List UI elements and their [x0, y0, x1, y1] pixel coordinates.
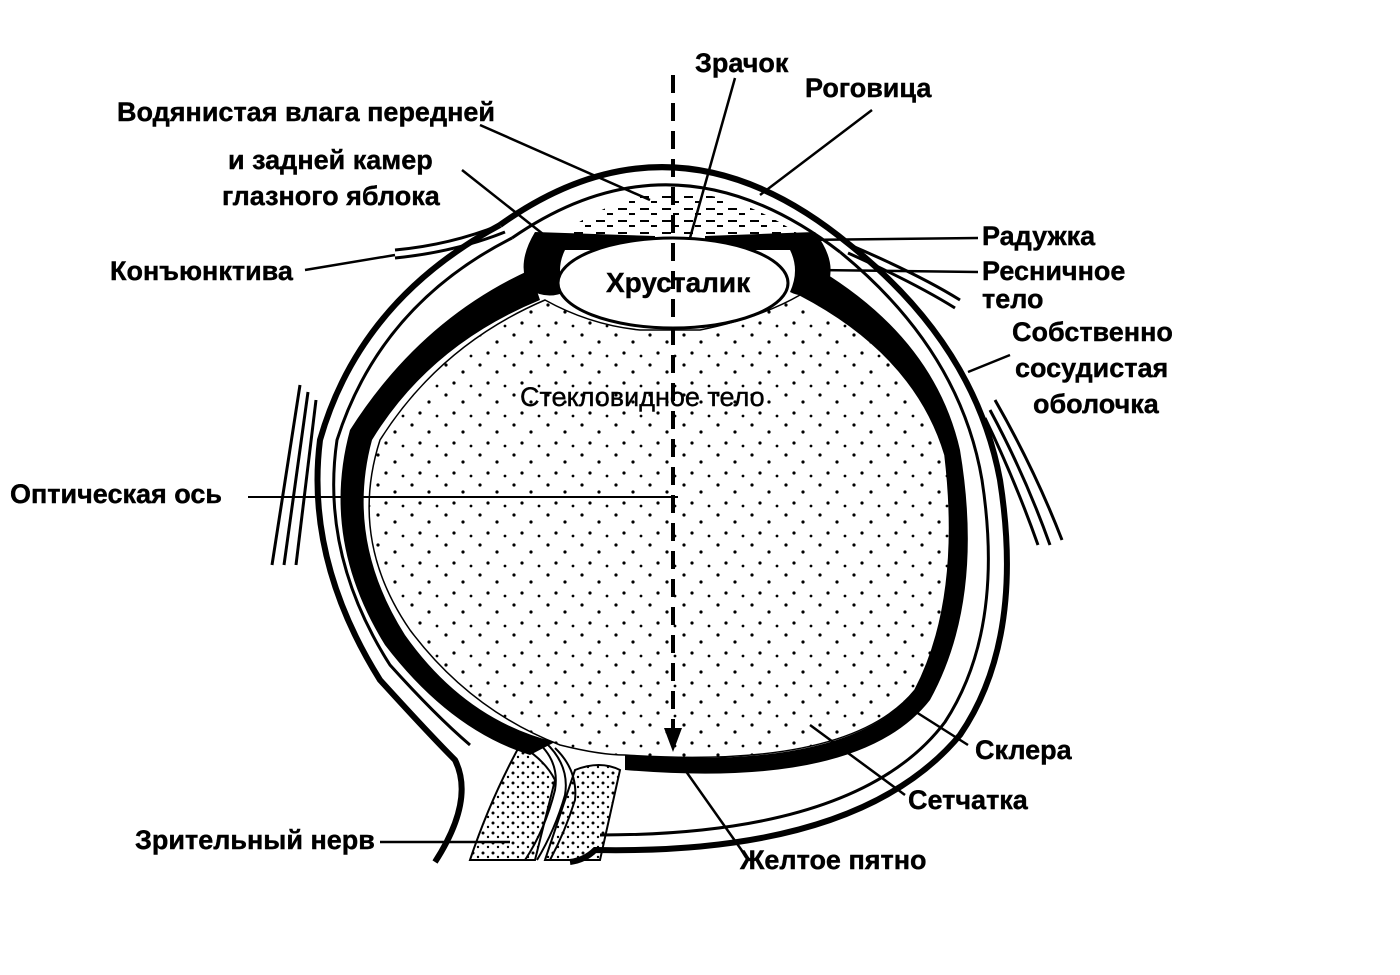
vitreous-body	[368, 294, 951, 759]
label-macula: Желтое пятно	[740, 845, 927, 875]
label-choroid-line1: Собственно	[1012, 317, 1173, 347]
label-retina: Сетчатка	[908, 785, 1028, 815]
label-iris: Радужка	[982, 221, 1096, 251]
label-conjunctiva: Конъюнктива	[110, 256, 293, 286]
choroid-layer	[340, 270, 555, 755]
label-ciliary-line2: тело	[982, 284, 1044, 314]
label-sclera: Склера	[975, 735, 1072, 765]
optic-nerve-fibers	[524, 739, 577, 861]
sclera-outer-left	[314, 222, 502, 864]
label-optic-nerve: Зрительный нерв	[135, 825, 375, 855]
anterior-chamber	[560, 192, 800, 235]
cornea-inner	[511, 183, 841, 254]
label-pupil: Зрачок	[695, 48, 789, 78]
eyelid-lines-left	[270, 384, 318, 566]
sclera-inner-left	[332, 236, 513, 747]
optic-nerve-right	[543, 764, 622, 861]
ciliary-body-right	[790, 232, 831, 296]
ciliary-body-left	[523, 232, 565, 296]
label-aqueous-line3: глазного яблока	[222, 181, 440, 211]
label-aqueous-line2: и задней камер	[228, 145, 433, 175]
optic-nerve	[468, 743, 557, 861]
sclera-inner	[599, 250, 990, 837]
label-cornea: Роговица	[805, 73, 932, 103]
leader-lines	[304, 77, 1011, 856]
label-aqueous-line1: Водянистая влага передней	[117, 97, 496, 127]
label-choroid-line2: сосудистая	[1015, 353, 1169, 383]
optical-axis-arrowhead	[664, 728, 682, 752]
label-vitreous: Стекловидное тело	[520, 382, 765, 412]
label-ciliary-line1: Ресничное	[982, 256, 1126, 286]
label-optic-axis: Оптическая ось	[10, 479, 223, 509]
sclera-outer	[498, 164, 1010, 865]
label-lens: Хрусталик	[606, 267, 751, 298]
eyelid-lines-right	[983, 399, 1064, 546]
label-choroid-line3: оболочка	[1033, 389, 1159, 419]
